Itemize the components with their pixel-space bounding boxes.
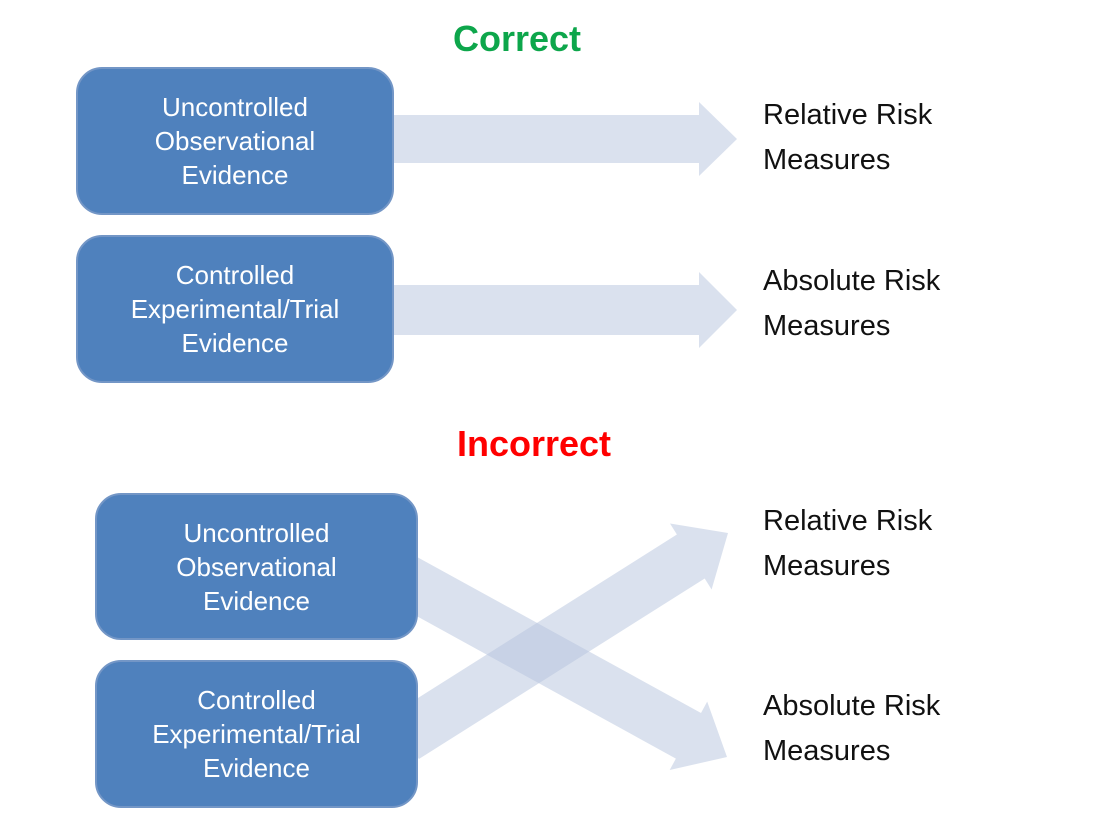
- correct-absolute-risk-label: Absolute Risk Measures: [763, 265, 941, 342]
- correct-controlled-experimental-box: Controlled Experimental/Trial Evidence: [76, 235, 394, 383]
- incorrect-controlled-experimental-box: Controlled Experimental/Trial Evidence: [95, 660, 418, 808]
- incorrect-relative-risk-label: Relative Risk Measures: [763, 505, 933, 582]
- incorrect-section-title: Incorrect: [456, 423, 612, 464]
- correct-relative-risk-label: Relative Risk Measures: [763, 99, 933, 176]
- correct-arrow-source0-to-target0: [392, 102, 737, 176]
- correct-uncontrolled-observational-box: Uncontrolled Observational Evidence: [76, 67, 394, 215]
- incorrect-arrow-source1-to-target0: [391, 523, 728, 759]
- correct-section-title: Correct: [452, 18, 582, 59]
- incorrect-absolute-risk-label: Absolute Risk Measures: [763, 690, 941, 767]
- correct-arrow-source1-to-target1: [392, 272, 737, 348]
- incorrect-uncontrolled-observational-box: Uncontrolled Observational Evidence: [95, 493, 418, 640]
